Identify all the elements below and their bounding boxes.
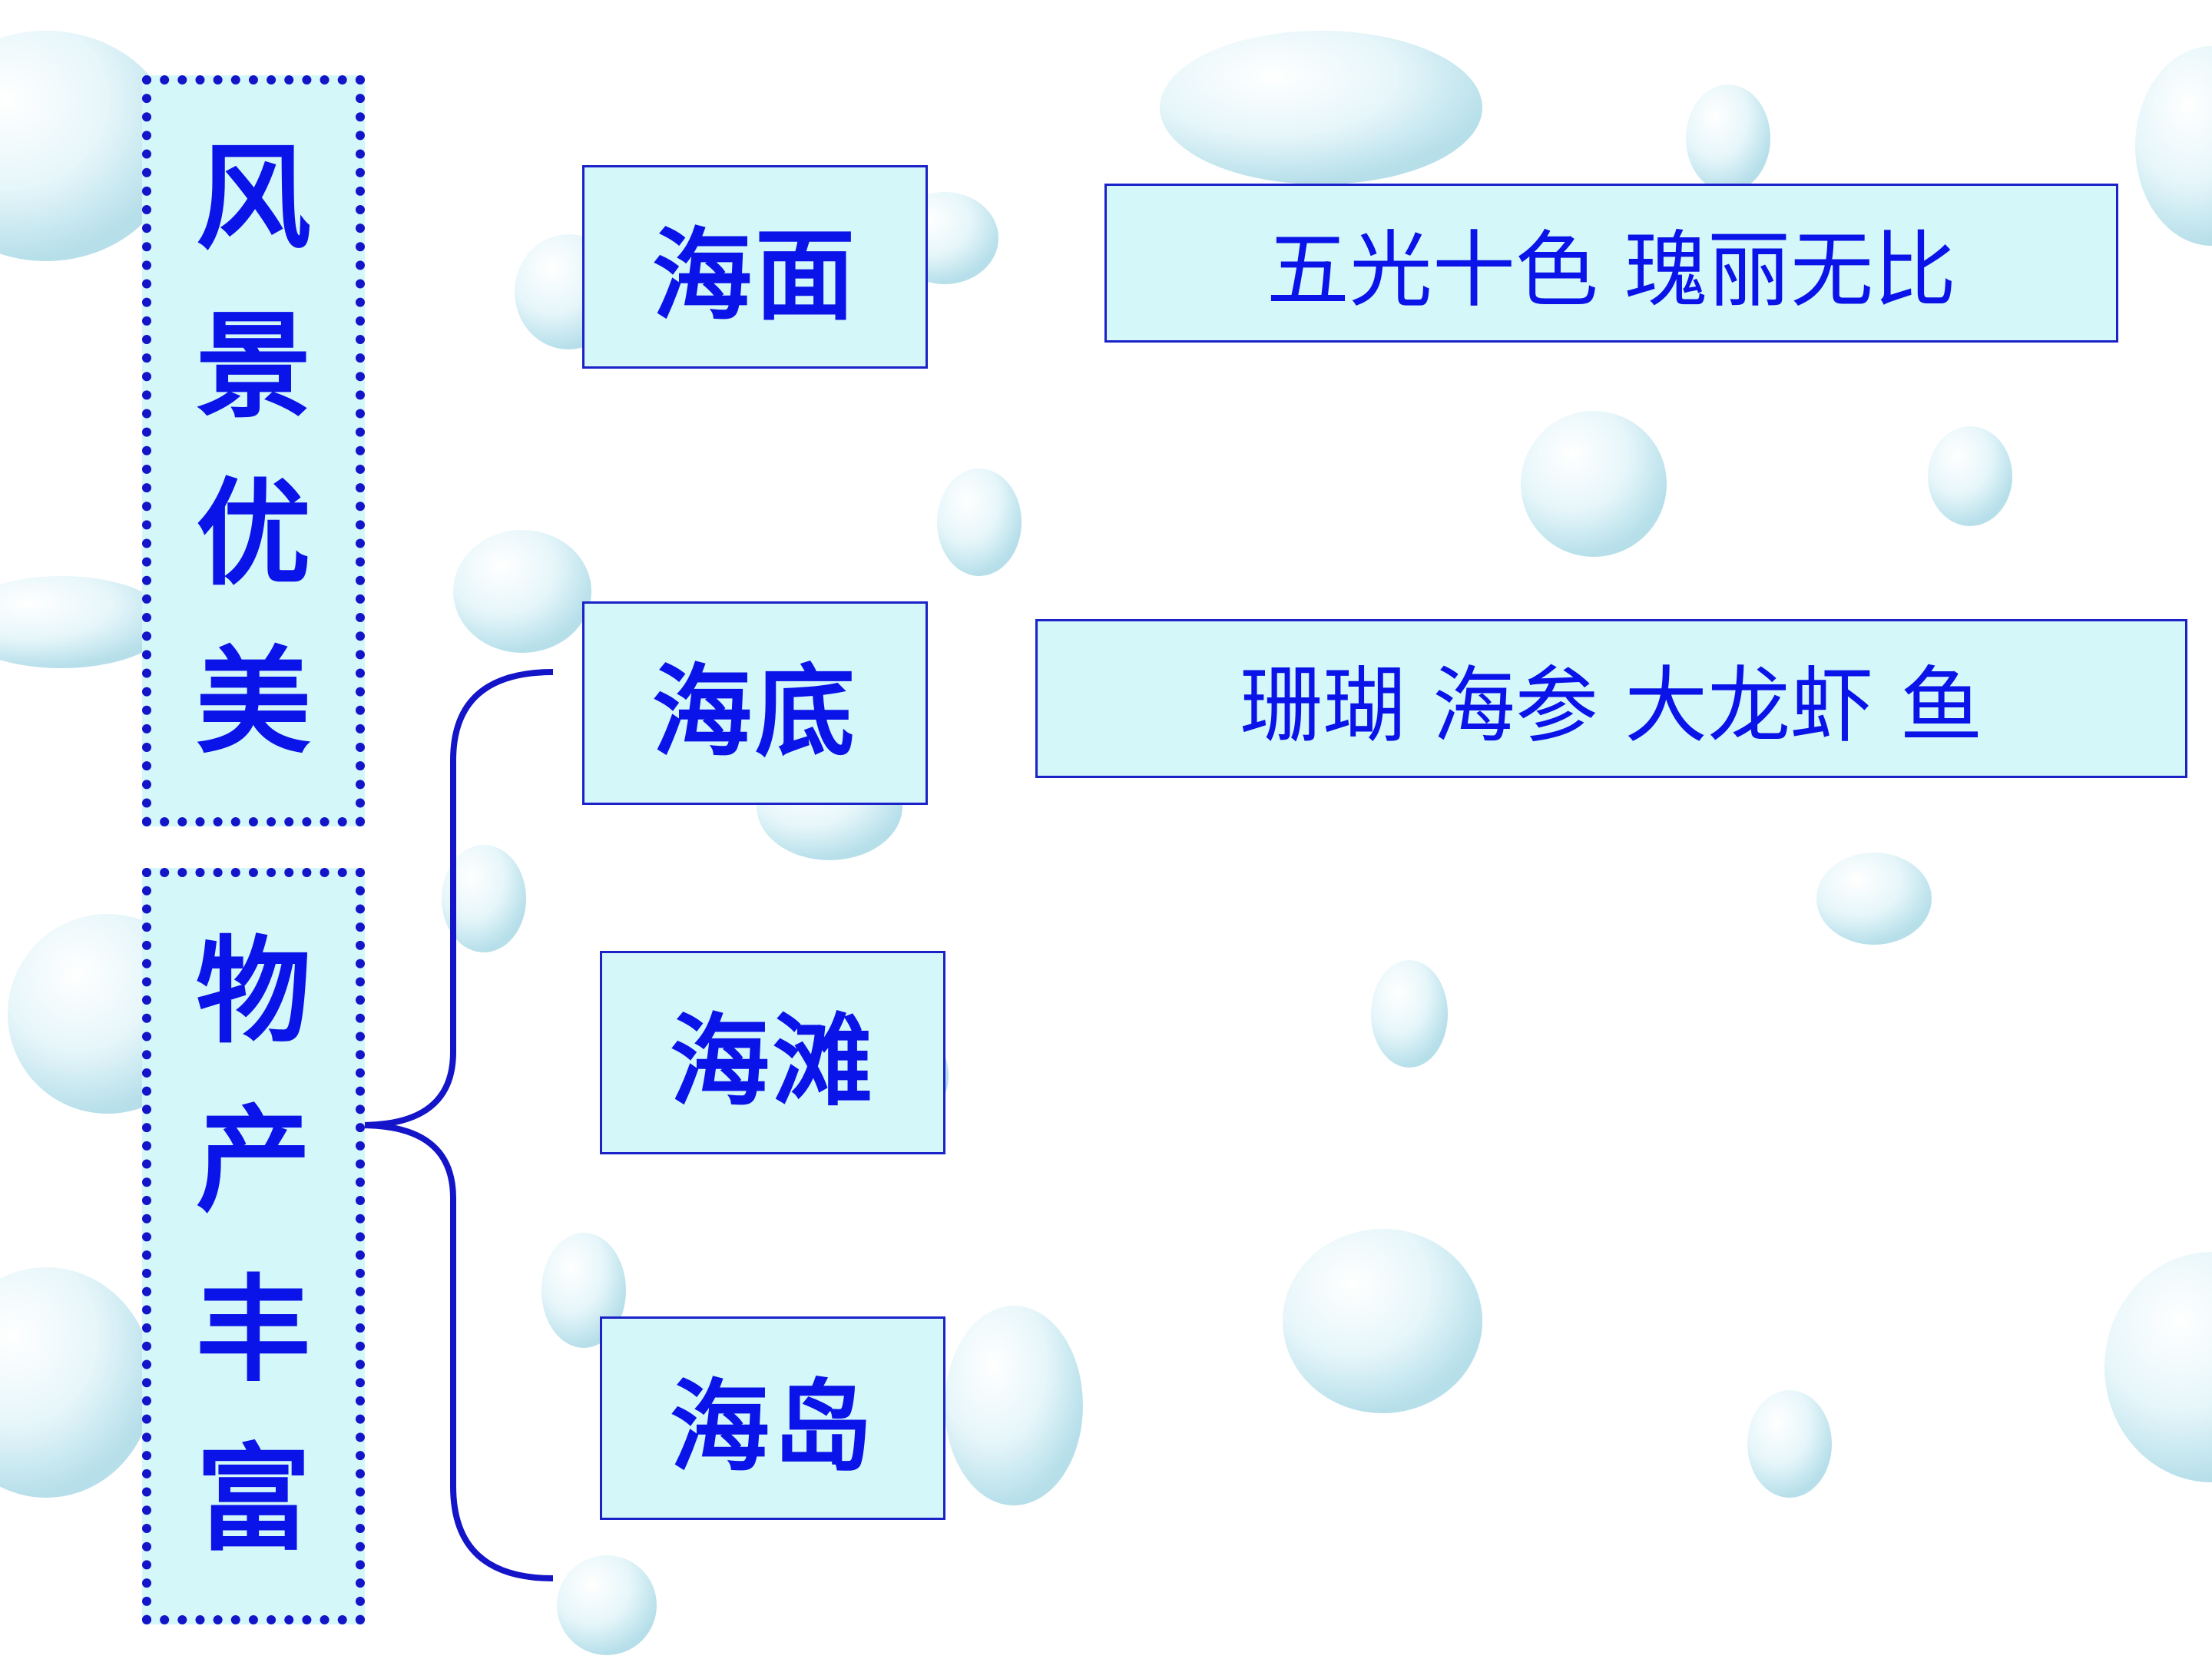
scenery-label: 风 景 优 美	[142, 75, 365, 826]
bubble	[937, 469, 1022, 576]
topic-beach: 海滩	[600, 951, 945, 1154]
bubble	[557, 1555, 657, 1655]
bubble	[1160, 31, 1482, 184]
bubble	[1371, 960, 1448, 1068]
products-char: 物	[195, 926, 311, 1060]
products-char: 富	[195, 1432, 311, 1567]
scenery-char: 风	[195, 132, 311, 267]
detail-sea-surface: 五光十色 瑰丽无比	[1104, 184, 2118, 343]
topic-island: 海岛	[600, 1316, 945, 1520]
bubble	[0, 31, 177, 261]
bubble	[2104, 1252, 2212, 1482]
scenery-char: 优	[195, 468, 311, 602]
bubble	[945, 1306, 1083, 1505]
detail-text: 珊瑚 海参 大龙虾 鱼	[1240, 657, 1983, 754]
scenery-char: 美	[195, 635, 311, 770]
bubble	[0, 576, 169, 668]
bubble	[453, 530, 591, 653]
bubble	[1747, 1390, 1832, 1498]
topic-label: 海滩	[669, 1002, 876, 1120]
topic-sea-bottom: 海底	[582, 601, 928, 805]
bubble	[2135, 46, 2212, 246]
topic-label: 海岛	[669, 1368, 876, 1485]
topic-label: 海面	[651, 217, 858, 334]
bubble	[1521, 411, 1667, 557]
detail-sea-bottom: 珊瑚 海参 大龙虾 鱼	[1035, 619, 2187, 778]
bubble	[0, 1267, 154, 1498]
topic-label: 海底	[651, 653, 858, 770]
products-char: 丰	[195, 1263, 311, 1398]
bubble	[442, 845, 526, 952]
bubble	[1928, 426, 2012, 526]
detail-text: 五光十色 瑰丽无比	[1266, 222, 1957, 319]
products-char: 产	[195, 1094, 311, 1229]
bubble	[1816, 853, 1932, 945]
topic-sea-surface: 海面	[582, 165, 928, 369]
products-label: 物 产 丰 富	[142, 868, 365, 1624]
bubble	[1686, 84, 1770, 192]
bubble	[1283, 1229, 1482, 1413]
scenery-char: 景	[195, 300, 311, 434]
